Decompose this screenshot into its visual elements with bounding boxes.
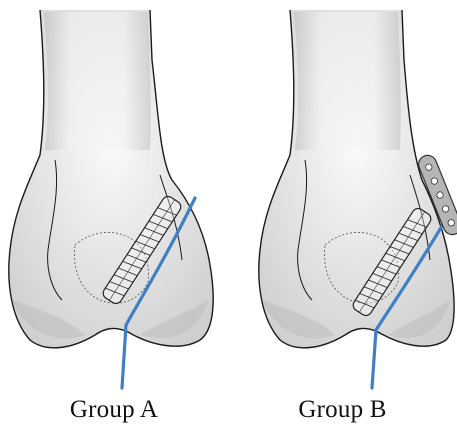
shaft-shading (294, 12, 401, 150)
femur-illustration-b (228, 0, 457, 390)
panel-group-a: Group A (0, 0, 228, 432)
group-a-caption: Group A (0, 396, 228, 424)
group-b-caption: Group B (228, 396, 457, 424)
femur-illustration-a (0, 0, 228, 390)
panel-group-b: Group B (228, 0, 457, 432)
shaft-shading (44, 12, 151, 150)
